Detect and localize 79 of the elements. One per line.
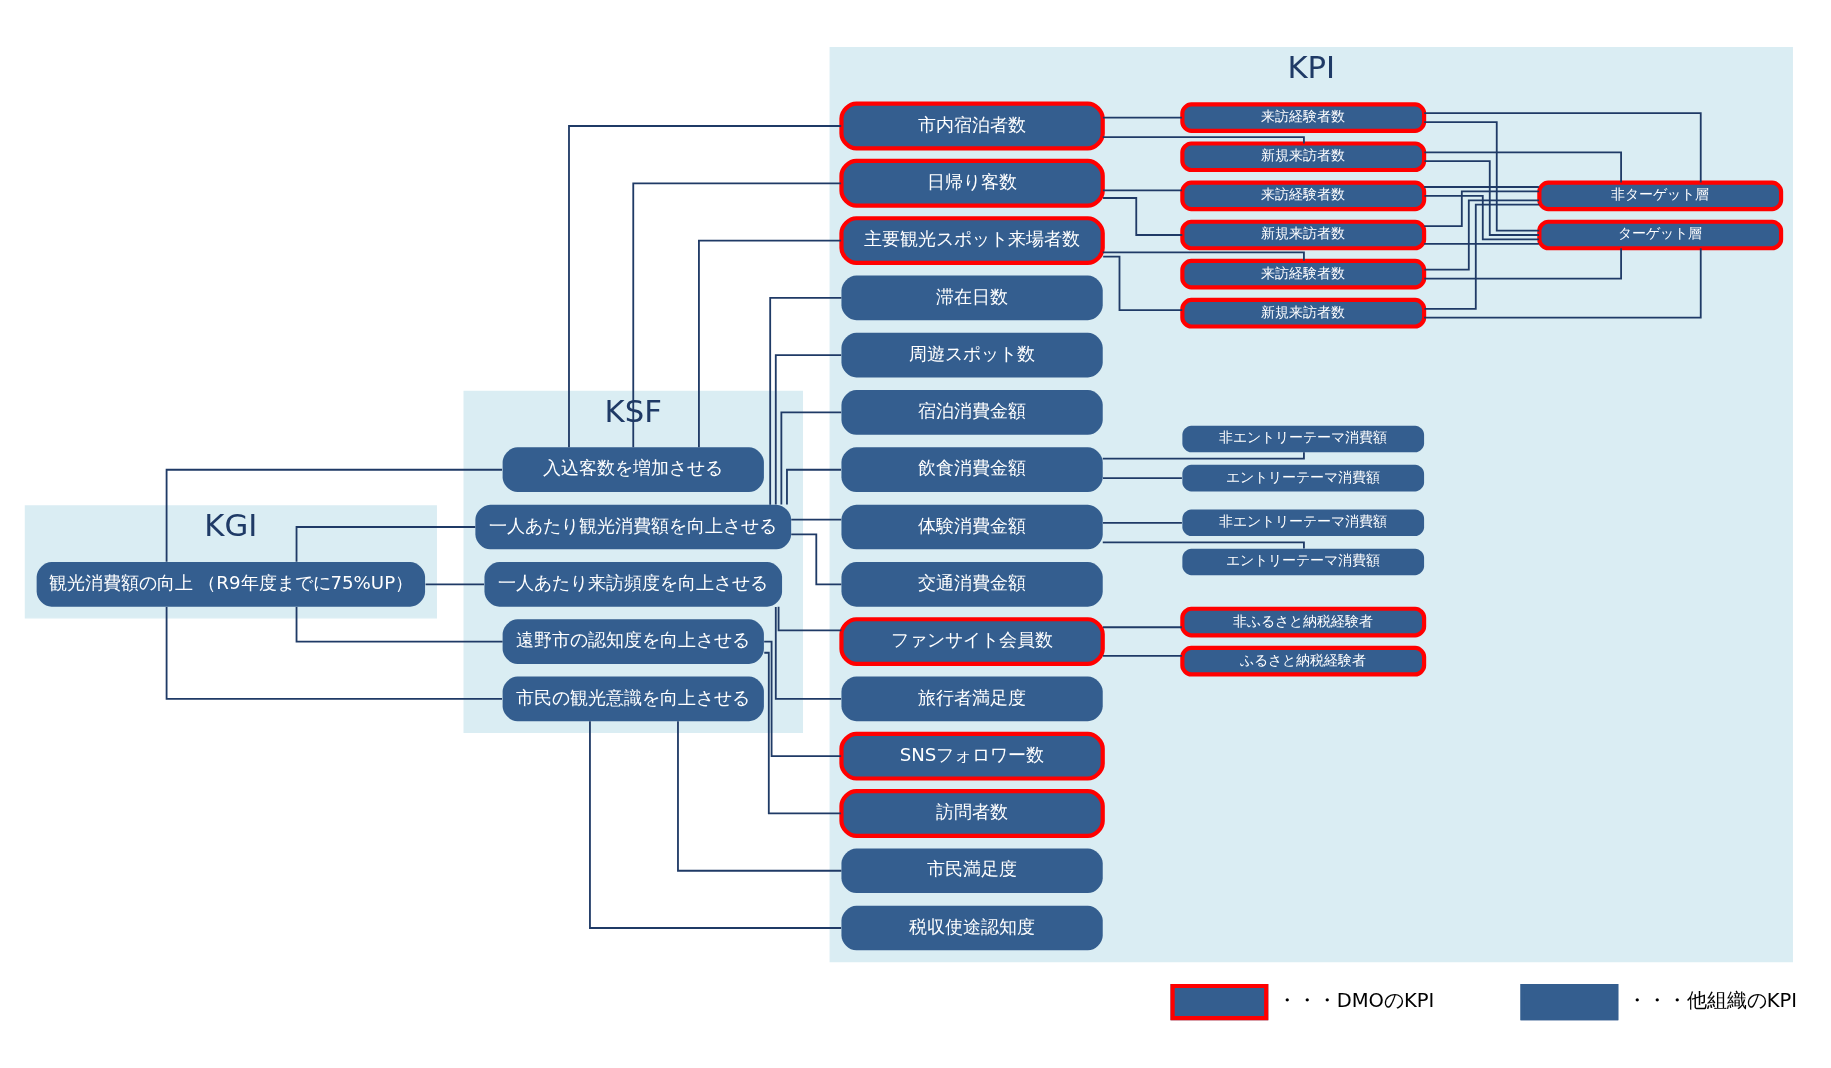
connector <box>1101 451 1305 460</box>
connector <box>568 125 843 449</box>
node-box: 非エントリーテーマ消費額 <box>1182 509 1425 537</box>
node-box: 市内宿泊者数 <box>839 101 1105 151</box>
connector <box>1423 242 1540 245</box>
connector <box>1423 112 1702 184</box>
connector <box>1423 203 1541 310</box>
node-box: 非エントリーテーマ消費額 <box>1182 425 1425 453</box>
node-box: 一人あたり来訪頻度を向上させる <box>484 561 783 607</box>
connector <box>1423 121 1541 232</box>
connector <box>763 651 842 815</box>
node-box: 一人あたり観光消費額を向上させる <box>475 504 792 550</box>
node-box: 来訪経験者数 <box>1180 102 1427 133</box>
node-box: ふるさと納税経験者 <box>1180 645 1427 677</box>
node-box: 宿泊消費金額 <box>841 390 1103 435</box>
connector <box>1102 477 1183 480</box>
node-box: 新規来訪者数 <box>1180 141 1427 173</box>
legend-label: ・・・DMOのKPI <box>1276 989 1435 1013</box>
connector <box>1423 199 1540 271</box>
connector <box>774 354 843 506</box>
connector <box>1423 247 1702 319</box>
connector <box>774 606 843 700</box>
connector <box>1102 189 1183 192</box>
legend-label: ・・・他組織のKPI <box>1626 989 1798 1013</box>
node-box: 交通消費金額 <box>841 561 1103 607</box>
connector <box>589 720 842 929</box>
node-box: ファンサイト会員数 <box>839 617 1105 667</box>
node-box: 新規来訪者数 <box>1180 297 1427 329</box>
connector <box>1102 655 1183 657</box>
node-box: 非ターゲット層 <box>1537 180 1784 212</box>
node-box: 飲食消費金額 <box>841 447 1103 493</box>
connector <box>1102 255 1184 311</box>
node-box: 遠野市の認知度を向上させる <box>502 619 764 664</box>
connector <box>769 296 843 506</box>
node-box: 税収使途認知度 <box>841 905 1103 951</box>
connector <box>1423 151 1622 184</box>
connector <box>165 468 503 563</box>
connector <box>165 606 503 700</box>
connector <box>1101 541 1305 550</box>
node-box: 体験消費金額 <box>841 504 1103 550</box>
connector <box>698 239 842 449</box>
node-box: 旅行者満足度 <box>841 676 1103 722</box>
node-box: 訪問者数 <box>839 789 1105 838</box>
node-box: 入込客数を増加させる <box>502 447 764 493</box>
node-box: 滞在日数 <box>841 275 1103 321</box>
node-box: 市民満足度 <box>841 848 1103 894</box>
node-box: 主要観光スポット来場者数 <box>839 216 1105 266</box>
connector <box>790 518 843 521</box>
node-box: 観光消費額の向上 （R9年度までに75%UP） <box>36 561 426 607</box>
connector <box>763 640 843 758</box>
connector <box>424 583 485 586</box>
node-box: 新規来訪者数 <box>1180 219 1427 251</box>
connector <box>1102 521 1183 524</box>
node-box: エントリーテーマ消費額 <box>1182 548 1425 576</box>
connector <box>1423 190 1540 228</box>
connector <box>632 182 842 449</box>
connector <box>1423 186 1540 188</box>
connector <box>1101 136 1305 145</box>
node-box: 来訪経験者数 <box>1180 258 1427 290</box>
connector <box>1423 247 1622 280</box>
node-box: 非ふるさと納税経験者 <box>1180 606 1427 638</box>
connector <box>1102 197 1184 236</box>
node-box: 来訪経験者数 <box>1180 180 1427 212</box>
connector <box>1423 194 1540 241</box>
connector <box>295 526 477 563</box>
node-box: 日帰り客数 <box>839 158 1105 208</box>
connector <box>295 606 504 643</box>
node-box: 市民の観光意識を向上させる <box>502 676 764 722</box>
connector <box>1102 116 1183 119</box>
connector <box>1102 626 1183 629</box>
connector <box>786 468 842 506</box>
connector <box>1423 160 1540 236</box>
connector <box>677 720 843 872</box>
node-box: SNSフォロワー数 <box>839 731 1105 781</box>
connector <box>777 605 843 632</box>
connector <box>780 411 843 506</box>
node-box: エントリーテーマ消費額 <box>1182 464 1425 492</box>
node-box: ターゲット層 <box>1537 219 1784 251</box>
node-box: 周遊スポット数 <box>841 332 1103 378</box>
